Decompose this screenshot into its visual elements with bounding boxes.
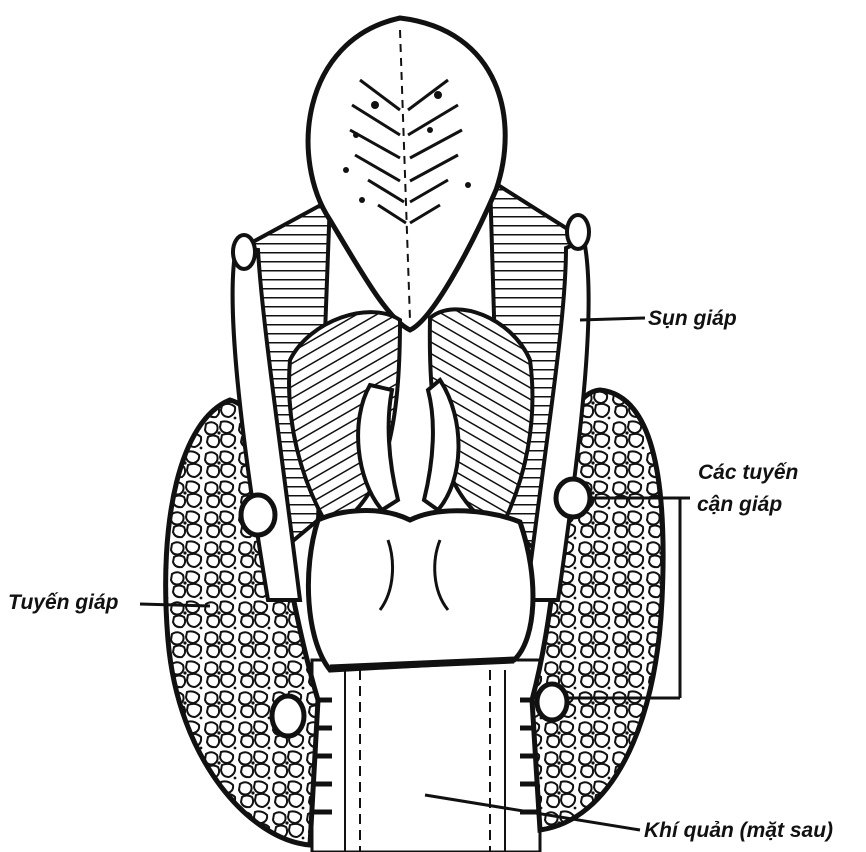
label-parathyroid-line2: cận giáp bbox=[697, 492, 782, 518]
cricoid-cartilage-shape bbox=[308, 511, 533, 670]
label-thyroid-cartilage: Sụn giáp bbox=[648, 306, 737, 332]
label-parathyroid-line1: Các tuyến bbox=[698, 460, 798, 486]
trachea-shape bbox=[312, 660, 540, 852]
label-trachea: Khí quản (mặt sau) bbox=[644, 818, 833, 844]
label-thyroid-gland: Tuyến giáp bbox=[8, 590, 118, 616]
arytenoid-muscles-shape bbox=[289, 309, 532, 530]
epiglottis-shape bbox=[308, 18, 505, 330]
